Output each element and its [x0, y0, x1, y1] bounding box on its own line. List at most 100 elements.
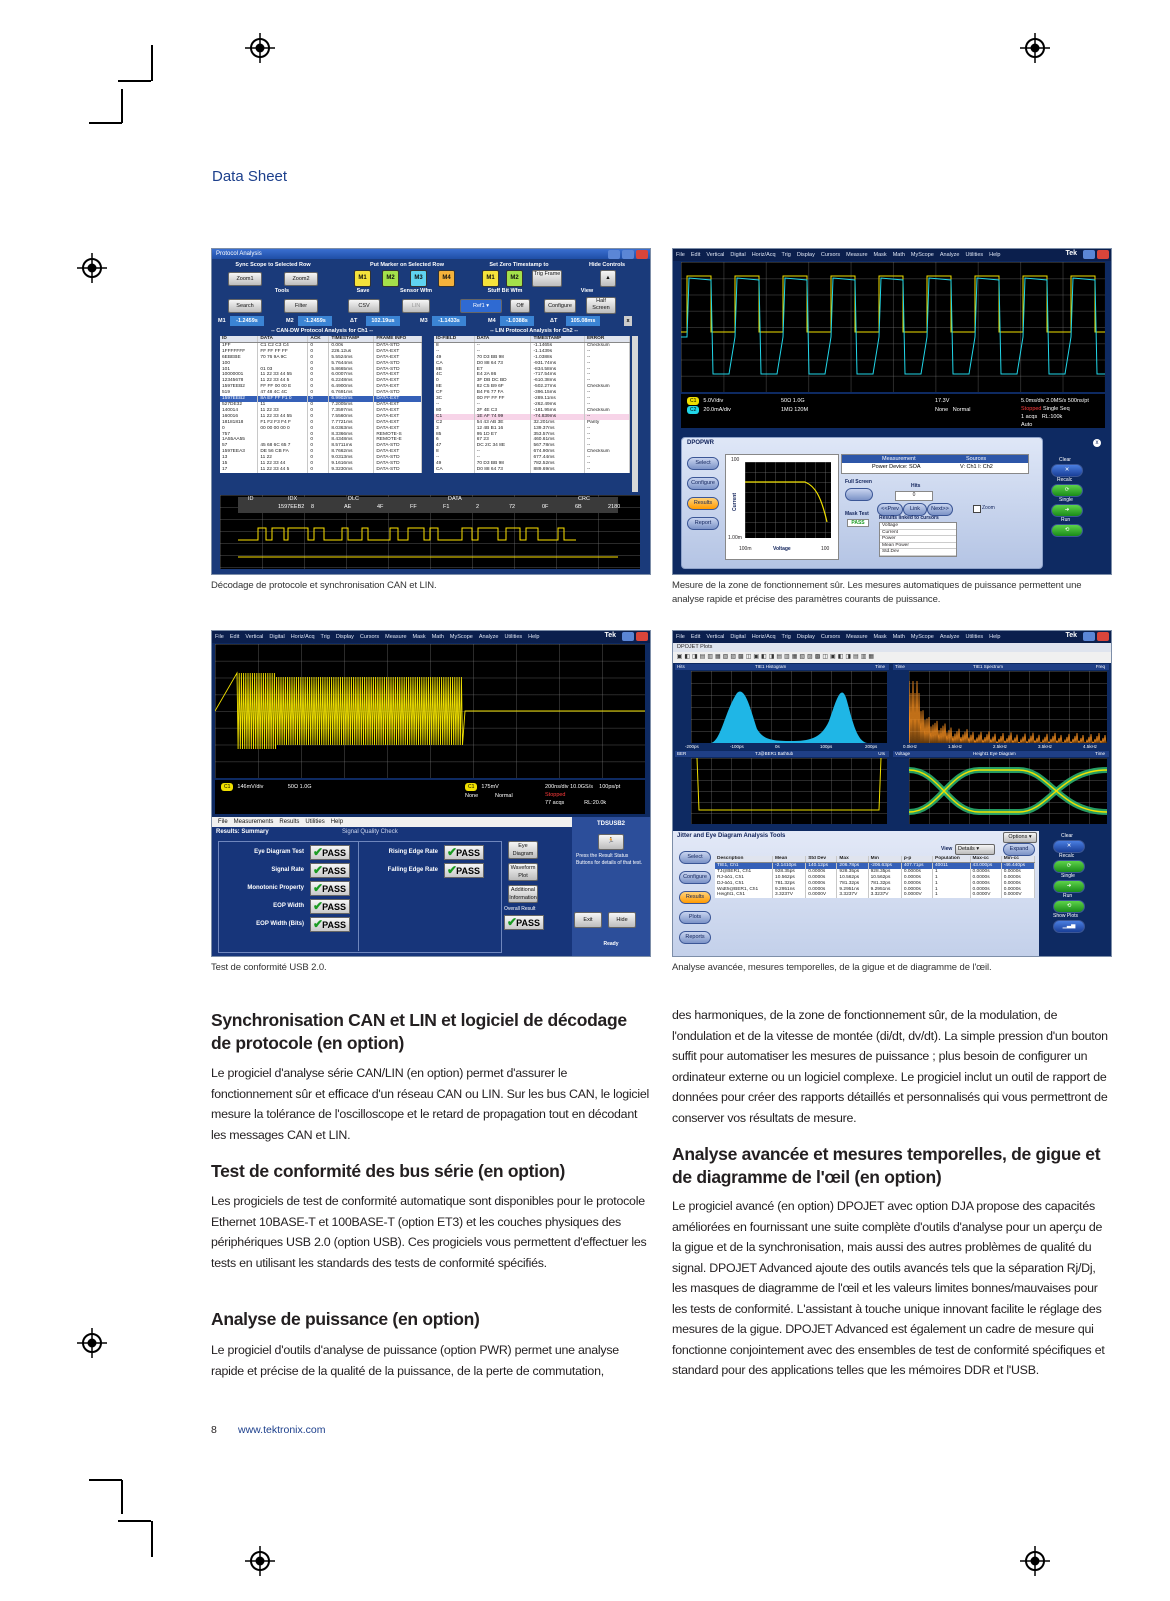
menu-item[interactable]: Utilities [965, 252, 984, 258]
table-row[interactable]: ----677.44ms-- [434, 455, 631, 462]
app-menu-item[interactable]: Utilities [305, 819, 325, 825]
single-button[interactable]: ➜ [1051, 504, 1083, 517]
off-button[interactable]: Off [510, 299, 530, 313]
app-menu-item[interactable]: Help [330, 819, 344, 825]
column-header[interactable]: DATA [474, 336, 532, 343]
table-row[interactable]: -----262.49ms-- [434, 401, 631, 408]
results-button[interactable]: Results [679, 891, 711, 904]
menu-item[interactable]: Display [796, 634, 815, 640]
menu-item[interactable]: Analyze [939, 252, 960, 258]
menu-item[interactable]: Edit [690, 634, 701, 640]
run-button[interactable]: 🏃 [598, 834, 624, 850]
menu-item[interactable]: Horiz/Acq [751, 252, 776, 258]
app-menu-item[interactable]: File [218, 819, 228, 825]
marker-m2-button[interactable]: M2 [382, 270, 399, 287]
results-button[interactable]: Results [687, 497, 719, 510]
menu-item[interactable]: Math [892, 634, 905, 640]
marker-m3-button[interactable]: M3 [410, 270, 427, 287]
clear-button[interactable]: ✕ [1051, 464, 1083, 477]
app-menu-item[interactable]: Results [279, 819, 300, 825]
menu-item[interactable]: Display [796, 252, 815, 258]
zoom1-button[interactable]: Zoom1 [228, 272, 262, 286]
menu-item[interactable]: Trig [781, 252, 791, 258]
next-button[interactable]: Next>> [927, 503, 953, 516]
menu-item[interactable]: Cursors [820, 252, 841, 258]
menu-item[interactable]: Cursors [820, 634, 841, 640]
half-screen-button[interactable]: Half Screen [586, 297, 616, 314]
marker-m4-button[interactable]: M4 [438, 270, 455, 287]
test-pass-badge[interactable]: ✔PASS [310, 863, 350, 878]
menu-item[interactable]: File [215, 634, 224, 640]
waveform-plot-button[interactable]: Waveform Plot [508, 863, 538, 881]
configure-button[interactable]: Configure [679, 871, 711, 884]
minimize-icon[interactable] [1083, 250, 1095, 259]
report-button[interactable]: Report [687, 517, 719, 530]
menu-item[interactable]: Math [431, 634, 444, 640]
menu-item[interactable]: Cursors [359, 634, 380, 640]
run-button[interactable]: ⟲ [1053, 900, 1085, 913]
clear-button[interactable]: ✕ [1053, 840, 1085, 853]
menu-item[interactable]: Analyze [939, 634, 960, 640]
menu-item[interactable]: Horiz/Acq [751, 634, 776, 640]
test-pass-badge[interactable]: ✔PASS [444, 845, 484, 860]
table-row[interactable]: -----1.1439s-- [434, 348, 631, 355]
column-header[interactable]: Max-cc [970, 856, 1002, 863]
menu-item[interactable]: Vertical [706, 634, 725, 640]
menu-item[interactable]: MyScope [910, 634, 934, 640]
minimize-icon[interactable] [608, 250, 620, 259]
menu-item[interactable]: Trig [320, 634, 330, 640]
menu-item[interactable]: Mask [873, 252, 887, 258]
minimize-icon[interactable] [1083, 632, 1095, 641]
test-pass-badge[interactable]: ✔PASS [310, 917, 350, 932]
menu-item[interactable]: Horiz/Acq [290, 634, 315, 640]
column-header[interactable]: p-p [901, 856, 934, 863]
csv-button[interactable]: CSV [348, 299, 380, 313]
menu-item[interactable]: Help [989, 252, 1001, 258]
test-pass-badge[interactable]: ✔PASS [310, 899, 350, 914]
filter-button[interactable]: Filter [284, 299, 318, 313]
menu-item[interactable]: Utilities [504, 634, 523, 640]
options-menu[interactable]: Options ▾ [1003, 832, 1037, 843]
column-header[interactable]: ERROR [584, 336, 631, 343]
menu-item[interactable]: Utilities [965, 634, 984, 640]
menu-item[interactable]: Vertical [706, 252, 725, 258]
configure-button[interactable]: Configure [687, 477, 719, 490]
maximize-icon[interactable] [622, 250, 634, 259]
menu-item[interactable]: Digital [269, 634, 285, 640]
menu-item[interactable]: Edit [229, 634, 240, 640]
exit-button[interactable]: Exit [574, 912, 602, 928]
minimize-icon[interactable] [622, 632, 634, 641]
column-header[interactable]: DATA [257, 336, 309, 343]
zero-m1-button[interactable]: M1 [482, 270, 499, 287]
show-plots-button[interactable]: ▁▃▅ [1053, 920, 1085, 933]
menu-item[interactable]: Measure [385, 634, 407, 640]
menu-item[interactable]: Math [892, 252, 905, 258]
full-screen-button[interactable] [845, 488, 873, 501]
search-button[interactable]: Search [228, 299, 262, 313]
column-header[interactable]: ID [220, 336, 259, 343]
test-pass-badge[interactable]: ✔PASS [310, 845, 350, 860]
zoom-checkbox[interactable] [973, 505, 981, 513]
menu-item[interactable]: Measure [846, 252, 868, 258]
